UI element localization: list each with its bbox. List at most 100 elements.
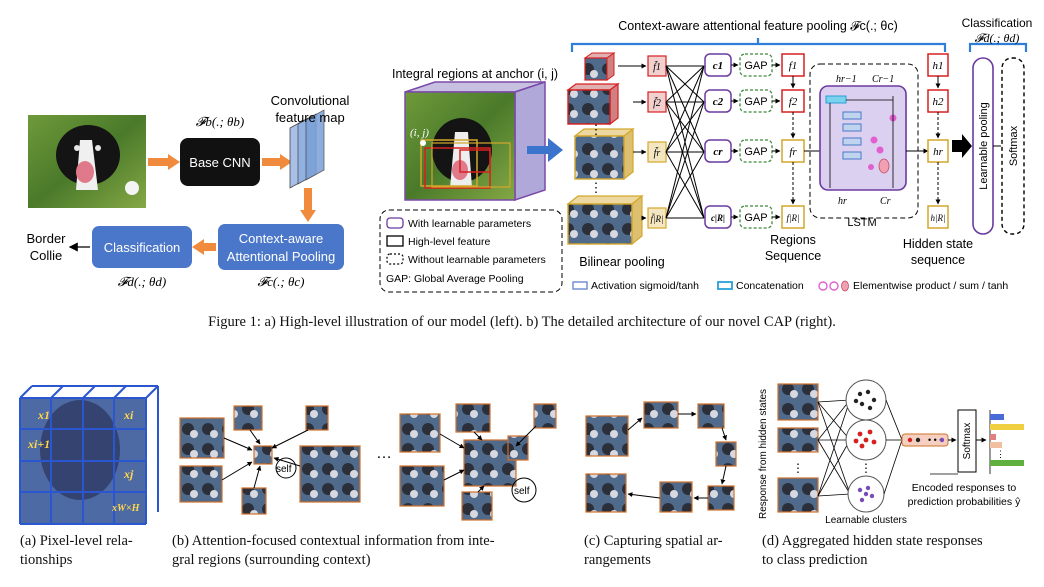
context-cluster-left [179, 405, 361, 515]
subcaption-c: (c) Capturing spatial ar- rangements [584, 532, 754, 570]
self-label-left: self [276, 464, 292, 475]
legend-elementwise: Elementwise product / sum / tanh [853, 280, 1008, 292]
encoded-vector: • • • [901, 433, 949, 447]
cap-line2: Attentional Pooling [227, 249, 335, 264]
region-cube-r [566, 194, 644, 246]
conv-feature-map [289, 109, 325, 189]
classification-brace [968, 42, 1028, 52]
integral-regions-cube [404, 80, 546, 202]
lstm-label: LSTM [847, 217, 876, 229]
spatial-chain [585, 401, 737, 513]
base-cnn-box [180, 138, 260, 186]
top-brace [570, 42, 947, 52]
classification-box [92, 226, 192, 268]
cube-to-ftilde-arrows [618, 63, 647, 221]
grid-xi: xi [123, 408, 134, 422]
h1-label: h1 [933, 60, 944, 72]
bilinear-pooling-label: Bilinear pooling [579, 255, 665, 269]
softmax-label-2: Softmax [962, 423, 973, 460]
f1-label: f1 [789, 60, 798, 72]
hidden-patches [777, 383, 819, 513]
gap-1-label: GAP [744, 60, 767, 72]
subcaption-d: (d) Aggregated hidden state responses to… [762, 532, 1042, 570]
encoded-line2: prediction probabilities ŷ [908, 496, 1021, 508]
subcaption-c-line1: (c) Capturing spatial ar- [584, 533, 723, 549]
bilinear-crisscross [665, 65, 705, 219]
conv-map-line2: feature map [275, 110, 344, 125]
fd-top-label: 𝓕d(.; θd) [975, 31, 1020, 45]
classification-top-label: Classification [962, 16, 1033, 30]
regions-seq-line1: Regions [770, 233, 816, 247]
subcaption-a: (a) Pixel-level rela- tionships [20, 532, 170, 570]
legend-activation: Activation sigmoid/tanh [591, 280, 699, 292]
cluster-circles [845, 379, 887, 513]
cap-line1: Context-aware [239, 231, 324, 246]
legend-gap: GAP: Global Average Pooling [386, 273, 524, 285]
regions-seq-line2: Sequence [765, 249, 821, 263]
integral-regions-label: Integral regions at anchor (i, j) [392, 67, 558, 81]
f-boxes [781, 53, 805, 229]
grid-xi1: xi+1 [27, 437, 50, 451]
region-cube-1 [566, 82, 620, 126]
subcaption-b-line1: (b) Attention-focused contextual informa… [172, 533, 495, 549]
lstm-h-prev: hr−1 [836, 74, 857, 85]
learnable-clusters-label: Learnable clusters [825, 515, 907, 526]
ftilde-2-label: f̃2 [653, 96, 661, 109]
lstm-cell [819, 85, 907, 191]
anchor-label: (i, j) [410, 127, 429, 139]
fd-label-left: 𝓕d(.; θd) [118, 274, 166, 289]
subcaption-c-line2: rangements [584, 552, 651, 568]
encoded-line1: Encoded responses to [912, 482, 1017, 494]
grid-x1: x1 [37, 408, 50, 422]
cube-vdots: ⋮ [590, 122, 603, 137]
ellipsis: … [376, 445, 392, 462]
softmax-box-2 [957, 409, 977, 473]
fR-label: f|R| [787, 213, 800, 223]
ftilde-r-label: f̃r [654, 146, 661, 159]
legend-learnable: With learnable parameters [408, 218, 531, 230]
top-brace-label: Context-aware attentional feature poolin… [618, 19, 898, 33]
subcaption-d-line1: (d) Aggregated hidden state responses [762, 533, 983, 549]
svg-text:⋮: ⋮ [860, 461, 872, 475]
hidden-seq-line2: sequence [911, 253, 965, 267]
fb-label: 𝓕b(.; θb) [196, 114, 244, 129]
subcaption-b-line2: gral regions (surrounding context) [172, 552, 371, 568]
dog-input-image [28, 115, 146, 208]
hidden-seq-line1: Hidden state [903, 237, 973, 251]
fr-label: fr [789, 146, 797, 158]
conv-map-line1: Convolutional [271, 93, 350, 108]
context-cluster-right [399, 403, 557, 521]
legend-activation-icon [572, 281, 588, 290]
learnable-pooling-label: Learnable pooling [978, 102, 990, 189]
svg-text:⋮: ⋮ [590, 180, 603, 195]
region-cube-2 [573, 127, 635, 181]
svg-text:⋮: ⋮ [792, 461, 804, 475]
f2-label: f2 [789, 96, 798, 108]
gap-r-label: GAP [744, 146, 767, 158]
ftilde-R-label: f̃|R| [651, 214, 664, 224]
gap-boxes [739, 53, 773, 229]
pixel-grid [19, 385, 159, 525]
softmax-label: Softmax [1008, 125, 1020, 166]
c2-label: c2 [713, 96, 724, 108]
cR-label: c|R| [711, 213, 725, 223]
softmax-box [1001, 57, 1025, 235]
classification-label: Classification [104, 240, 181, 255]
legend-product-icon [818, 281, 828, 291]
prediction-bars [989, 410, 1024, 474]
output-line1: Border [26, 231, 66, 246]
hr-label: hr [933, 146, 944, 158]
legend-high-level: High-level feature [408, 236, 490, 248]
c-boxes [704, 53, 732, 229]
svg-text:⋮: ⋮ [996, 449, 1005, 459]
gap-R-label: GAP [744, 212, 767, 224]
lstm-outer [809, 63, 919, 219]
legend-no-params: Without learnable parameters [408, 254, 546, 266]
self-label-right: self [514, 486, 530, 497]
output-line2: Collie [30, 248, 63, 263]
hR-label: h|R| [931, 213, 946, 223]
lstm-c-prev: Cr−1 [872, 74, 894, 85]
h2-label: h2 [933, 96, 945, 108]
legend-concat-icon [717, 281, 733, 290]
